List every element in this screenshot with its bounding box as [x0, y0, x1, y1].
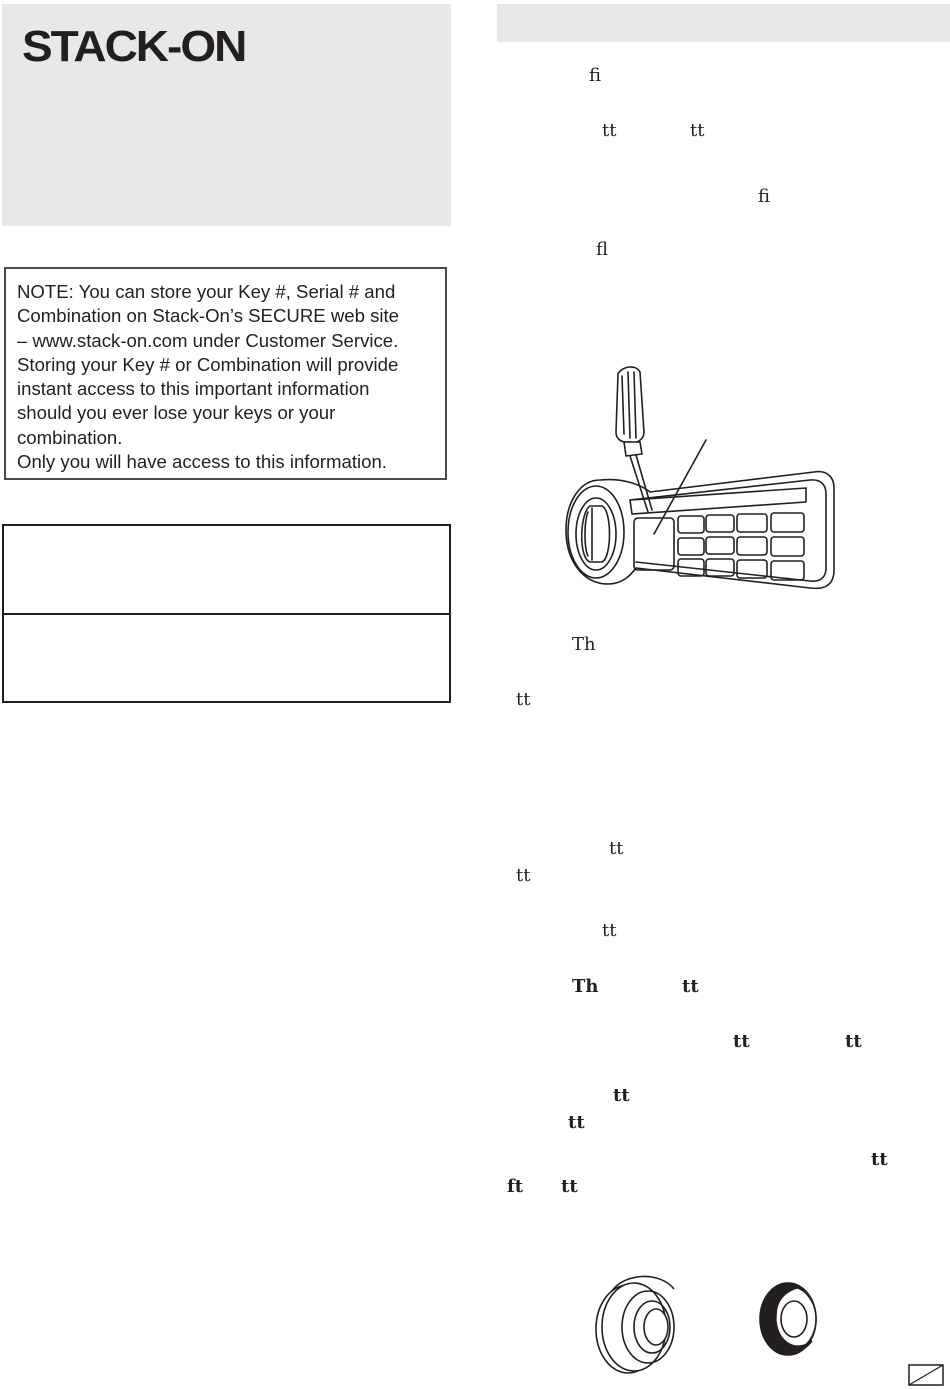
ligature-fragment: tt: [609, 838, 624, 859]
ligature-fragment-bold: tt: [871, 1149, 888, 1170]
ligature-fragment-bold: tt: [733, 1031, 750, 1052]
page-corner-mark-icon: [908, 1364, 944, 1386]
record-box-key: [2, 524, 451, 614]
note-text: NOTE: You can store your Key #, Serial #…: [17, 280, 443, 474]
ligature-fragment: tt: [516, 689, 531, 710]
note-box: [4, 267, 447, 480]
note-line: NOTE: You can store your Key #, Serial #…: [17, 281, 396, 302]
stack-on-logo: STACK-ON: [22, 21, 247, 71]
ligature-fragment: ﬂ: [596, 239, 609, 260]
note-line: Combination on Stack-On’s SECURE web sit…: [17, 305, 400, 327]
header-panel: [2, 4, 451, 226]
ligature-fragment: Th: [572, 634, 596, 655]
ligature-fragment-bold: tt: [561, 1176, 578, 1197]
note-line: combination.: [17, 426, 123, 448]
section-header-bar: [497, 4, 950, 42]
ligature-fragment: tt: [602, 120, 617, 141]
ligature-fragment-bold: tt: [845, 1031, 862, 1052]
ligature-fragment: ﬁ: [589, 65, 602, 86]
ligature-fragment-bold: ft: [507, 1176, 524, 1197]
record-box-combination: [2, 613, 451, 703]
ligature-fragment: tt: [602, 920, 617, 941]
ligature-fragment: tt: [690, 120, 705, 141]
ligature-fragment: tt: [516, 865, 531, 886]
ligature-fragment-bold: tt: [568, 1112, 585, 1133]
note-line: – www.stack-on.com under Customer Servic…: [17, 329, 399, 351]
ligature-fragment-bold: Th: [572, 976, 599, 997]
lock-grommet-rings-illustration: [595, 1275, 817, 1374]
note-line: instant access to this important informa…: [17, 378, 370, 400]
ligature-fragment-bold: tt: [682, 976, 699, 997]
ligature-fragment-bold: tt: [613, 1085, 630, 1106]
note-line: Only you will have access to this inform…: [17, 451, 387, 473]
note-line: Storing your Key # or Combination will p…: [17, 353, 399, 375]
note-line: should you ever lose your keys or your: [17, 402, 336, 424]
keypad-with-screwdriver-illustration: [565, 366, 835, 590]
ligature-fragment: ﬁ: [758, 186, 771, 207]
